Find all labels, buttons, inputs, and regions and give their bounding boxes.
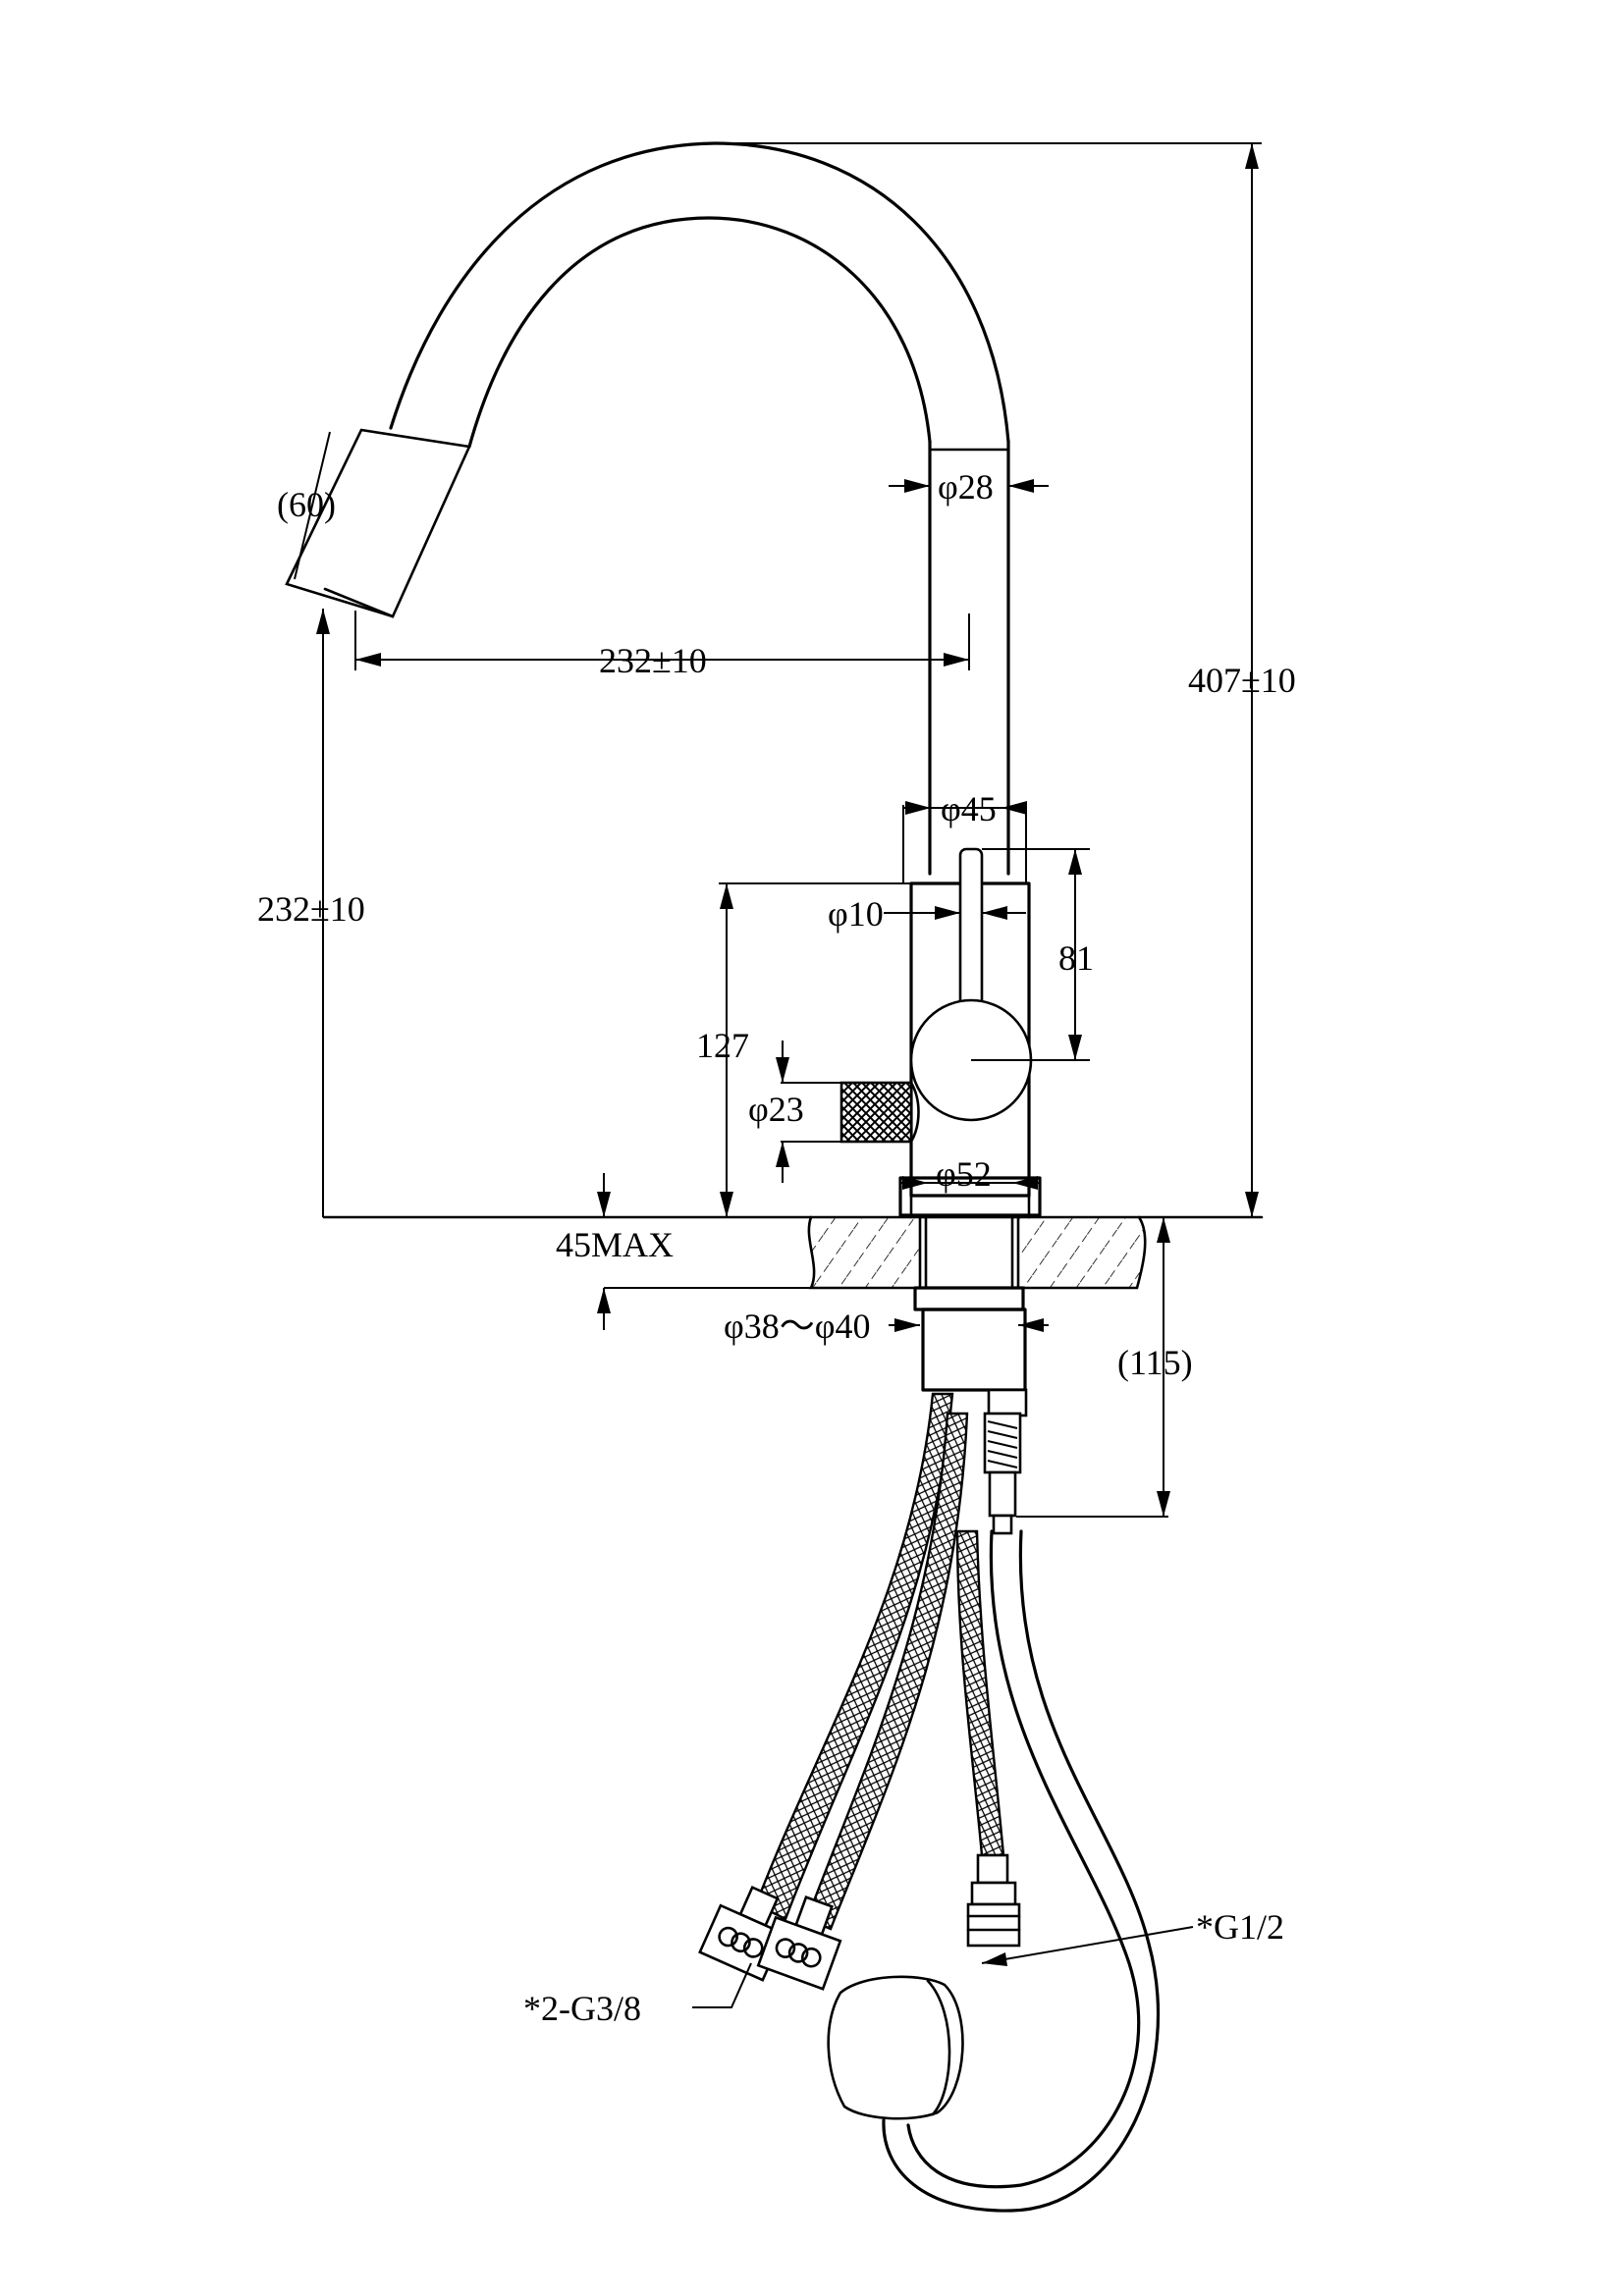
countertop-section [322,1215,1264,1290]
label-spout-tube-diameter: φ28 [938,467,994,507]
pull-out-hose [882,1529,1161,2213]
side-knob [839,1081,920,1144]
dimension-lines [294,142,1262,2008]
spout-gooseneck [389,141,1010,876]
label-base-diameter: φ52 [936,1154,992,1194]
hose-weight [827,1975,964,2120]
label-body-diameter: φ45 [941,789,997,828]
braided-hose-1 [754,1392,954,1921]
dimension-labels: (60) φ28 232±10 407±10 232±10 φ45 φ10 81… [257,467,1296,2028]
label-outlet-connector: *G1/2 [1196,1907,1284,1947]
label-lever-height: 81 [1058,938,1094,978]
braided-hose-3 [955,1529,1005,1857]
label-lever-diameter: φ10 [828,894,884,934]
label-spout-reach: 232±10 [599,641,707,680]
braided-hose-2 [805,1412,969,1931]
lever-handle [909,847,1033,1122]
label-shank-length: (115) [1117,1343,1193,1382]
mounting-shank [913,1286,1028,1417]
label-inlet-connectors: *2-G3/8 [523,1989,641,2028]
label-hole-diameter: φ38～φ40 [724,1307,871,1346]
outlet-fitting [983,1412,1022,1535]
label-spray-head-height: 232±10 [257,889,365,929]
inlet-fitting-2 [756,1896,842,1991]
label-body-height: 127 [696,1026,749,1065]
label-total-height: 407±10 [1188,661,1296,700]
spray-head [285,428,471,618]
label-handle-knob-diameter: φ23 [748,1090,804,1129]
label-max-deck-thickness: 45MAX [556,1225,674,1264]
outlet-g12-fitting [966,1853,1021,1948]
label-spout-length: (60) [277,485,336,524]
